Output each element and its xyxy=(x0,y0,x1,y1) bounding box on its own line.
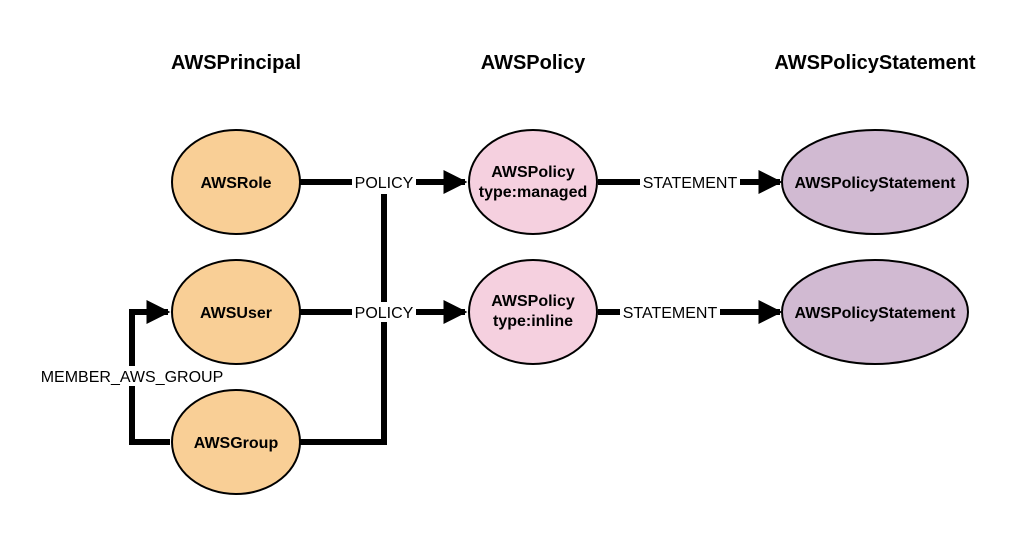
node-label-aws-user: AWSUser xyxy=(200,305,272,322)
column-title-statement: AWSPolicyStatement xyxy=(774,52,976,74)
edge-label-statement-1: STATEMENT xyxy=(643,175,738,192)
node-aws-group: AWSGroup xyxy=(171,389,301,495)
edge-label-policy-2: POLICY xyxy=(355,305,414,322)
node-label-policy-inline-line1: AWSPolicy xyxy=(491,293,575,310)
node-label-policy-inline-line2: type:inline xyxy=(493,313,573,330)
node-aws-policy-inline: AWSPolicy type:inline xyxy=(468,259,598,365)
edge-group-policy-connector xyxy=(300,194,387,445)
node-label-aws-role: AWSRole xyxy=(200,175,271,192)
node-aws-user: AWSUser xyxy=(171,259,301,365)
node-label-statement-1: AWSPolicyStatement xyxy=(795,175,957,192)
node-aws-policy-managed: AWSPolicy type:managed xyxy=(468,129,598,235)
node-label-policy-managed-line2: type:managed xyxy=(479,184,587,201)
node-label-aws-group: AWSGroup xyxy=(194,435,279,452)
node-aws-policy-statement-1: AWSPolicyStatement xyxy=(781,129,969,235)
edge-label-policy-1: POLICY xyxy=(355,175,414,192)
node-aws-policy-statement-2: AWSPolicyStatement xyxy=(781,259,969,365)
node-label-statement-2: AWSPolicyStatement xyxy=(795,305,957,322)
column-title-principal: AWSPrincipal xyxy=(171,52,301,74)
node-aws-role: AWSRole xyxy=(171,129,301,235)
node-label-policy-managed-line1: AWSPolicy xyxy=(491,164,575,181)
edge-label-statement-2: STATEMENT xyxy=(623,305,718,322)
column-title-policy: AWSPolicy xyxy=(481,52,586,74)
edge-label-member-aws-group: MEMBER_AWS_GROUP xyxy=(41,369,224,386)
